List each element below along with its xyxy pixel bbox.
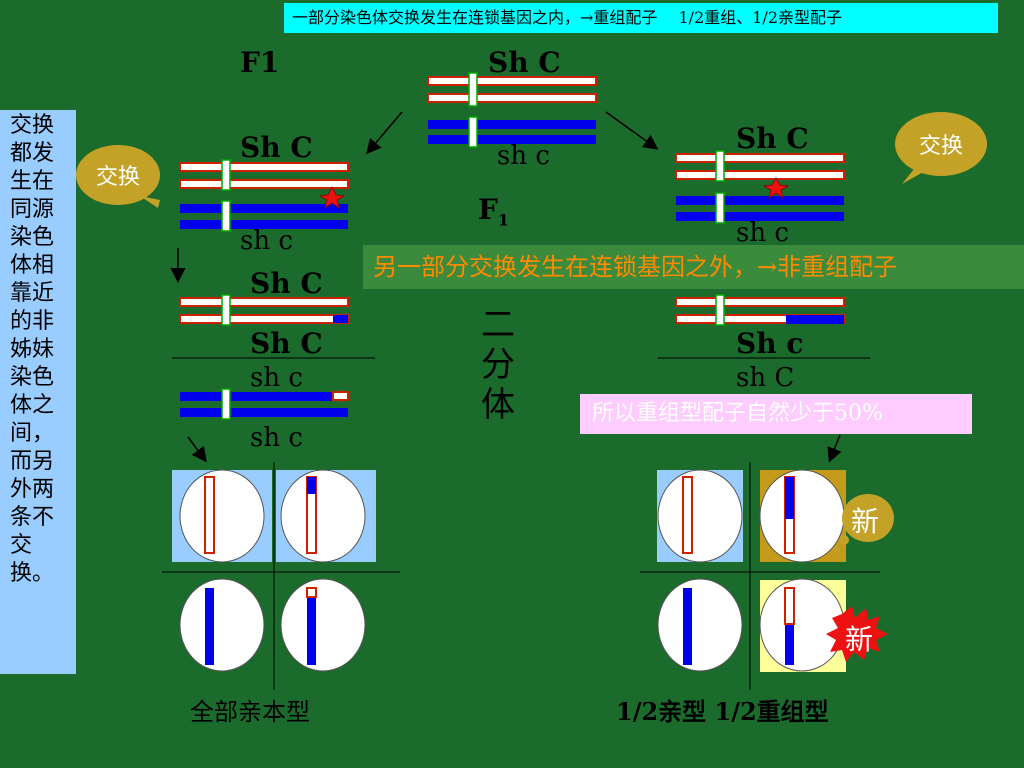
right-chromosome-pair <box>675 150 845 224</box>
right-dominant-label: Sh C <box>736 122 809 155</box>
top-recessive-label: sh c <box>497 141 550 171</box>
dyad-vertical-text: 二 分 体 <box>478 305 518 425</box>
top-dominant-label: Sh C <box>488 46 561 79</box>
exchange-bubble-left: 交换 <box>76 145 160 205</box>
top-chromosome-pair <box>427 72 597 148</box>
outside-linkage-banner: 另一部分交换发生在连锁基因之外，→非重组配子 <box>363 245 1024 289</box>
left-recessive-label: sh c <box>240 226 293 256</box>
side-note-text: 交换都发生在同源染色体相靠近的非姊妹染色体之间，而另外两条不交换。 <box>10 113 55 586</box>
left-dominant-label: Sh C <box>240 131 313 164</box>
arrow-left <box>366 111 403 155</box>
right-after-label-2: Sh c <box>736 327 804 360</box>
new-label-1: 新 <box>851 505 880 538</box>
left-gamete-grid <box>162 462 400 690</box>
new-label-2: 新 <box>845 623 874 656</box>
left-after-crossover <box>172 294 375 420</box>
bottom-right-label: 1/2亲型 1/2重组型 <box>616 697 829 726</box>
left-after-label-3: sh c <box>250 363 303 393</box>
right-recessive-label: sh c <box>736 218 789 248</box>
right-after-crossover <box>658 294 870 359</box>
dyad-char-1: 二 <box>481 305 515 345</box>
new-bubble-1 <box>833 494 894 552</box>
arrow-right-gametes <box>827 434 842 463</box>
dyad-char-2: 分 <box>481 345 515 385</box>
header-banner: 一部分染色体交换发生在连锁基因之内，→重组配子 1/2重组、1/2亲型配子 <box>284 3 998 33</box>
f1-center-sub: 1 <box>497 210 510 230</box>
exchange-bubble-right: 交换 <box>895 112 987 176</box>
f1-center-text: F <box>478 193 498 226</box>
side-note-panel: 交换都发生在同源染色体相靠近的非姊妹染色体之间，而另外两条不交换。 <box>0 110 76 674</box>
recombinant-less-banner: 所以重组型配子自然少于50% <box>580 394 972 434</box>
crossover-star-left <box>318 186 346 209</box>
dyad-char-3: 体 <box>481 385 515 425</box>
arrow-left-gametes <box>187 436 207 463</box>
right-after-label-3: sh C <box>736 363 795 393</box>
bottom-left-label: 全部亲本型 <box>190 698 310 726</box>
new-bubble-2 <box>826 606 888 662</box>
left-after-label-2: Sh C <box>250 327 323 360</box>
left-after-label-4: sh c <box>250 423 303 453</box>
crossover-star-right <box>762 177 790 199</box>
f1-center-label: F1 <box>478 193 509 230</box>
arrow-right <box>605 111 659 150</box>
left-chromosome-pair <box>179 159 349 232</box>
f1-left-label: F1 <box>240 46 280 79</box>
left-after-label-1: Sh C <box>250 267 323 300</box>
right-gamete-grid <box>640 462 880 690</box>
